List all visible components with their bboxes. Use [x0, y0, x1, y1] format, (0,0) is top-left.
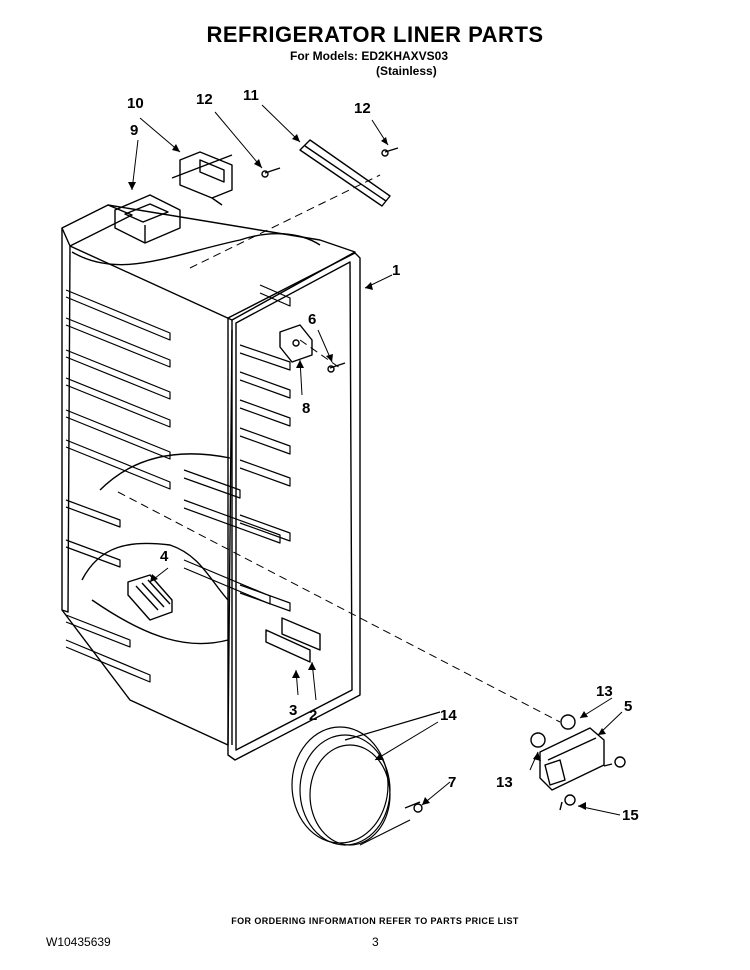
light-housing-part-5 — [539, 727, 605, 791]
screw-part-7 — [404, 801, 423, 813]
screw-part-12 — [261, 147, 399, 178]
bracket-part-10 — [171, 151, 233, 206]
vent-part-4 — [127, 574, 173, 621]
callout-13a: 13 — [596, 683, 613, 700]
model-line: For Models: ED2KHAXVS03 — [290, 49, 449, 63]
liner-body — [61, 204, 361, 761]
clip-part-13 — [530, 714, 576, 748]
left-shelf-rails — [65, 289, 171, 683]
callout-11: 11 — [243, 87, 259, 104]
callout-14: 14 — [440, 707, 457, 724]
page-number: 3 — [372, 935, 379, 949]
leader-lines — [131, 104, 623, 816]
callout-4: 4 — [160, 548, 169, 565]
assembly-lines — [117, 174, 561, 723]
page-title: REFRIGERATOR LINER PARTS — [206, 22, 544, 47]
screw-part-15 — [559, 756, 626, 811]
callout-7: 7 — [448, 774, 456, 791]
callout-9: 9 — [130, 122, 138, 139]
callout-13b: 13 — [496, 774, 513, 791]
callout-6: 6 — [308, 311, 316, 328]
callout-10: 10 — [127, 95, 144, 112]
callout-2: 2 — [309, 707, 317, 724]
label-parts-2-3 — [265, 617, 321, 663]
tube-part-14 — [291, 711, 441, 846]
callout-3: 3 — [289, 702, 297, 719]
finish-line: (Stainless) — [376, 64, 437, 78]
channel-part-11 — [299, 139, 391, 207]
document-id: W10435639 — [46, 935, 111, 949]
callout-12a: 12 — [196, 91, 213, 108]
connector-part-9 — [114, 194, 181, 244]
callout-12b: 12 — [354, 100, 371, 117]
ordering-note: FOR ORDERING INFORMATION REFER TO PARTS … — [231, 916, 519, 926]
callout-1: 1 — [392, 262, 400, 279]
callout-8: 8 — [302, 400, 310, 417]
callout-labels: 10 12 11 12 9 1 6 8 4 3 2 14 7 13 5 13 1… — [127, 87, 639, 824]
right-shelf-rails — [183, 284, 291, 612]
leader-arrowheads — [128, 134, 606, 810]
callout-15: 15 — [622, 807, 639, 824]
bracket-part-8 — [279, 324, 346, 373]
callout-5: 5 — [624, 698, 632, 715]
